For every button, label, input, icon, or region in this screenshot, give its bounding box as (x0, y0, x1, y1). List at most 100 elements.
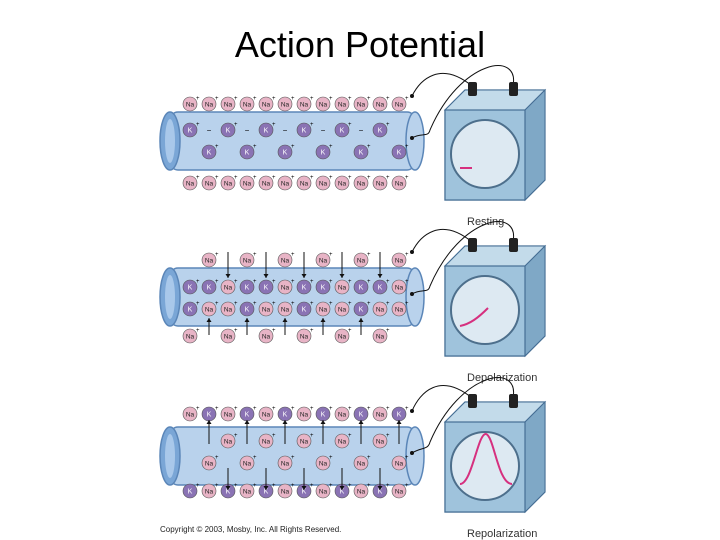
potassium-ion: K+ (258, 483, 276, 499)
potassium-ion: K+ (296, 279, 314, 295)
potassium-ion: K+ (296, 483, 314, 499)
sodium-ion-circle (182, 96, 198, 112)
sodium-ion: Na+ (201, 455, 219, 471)
charge-sign: + (310, 279, 314, 285)
potassium-ion: K+ (239, 301, 257, 317)
charge-sign: + (310, 328, 314, 334)
sodium-ion-label: Na (319, 258, 328, 265)
potassium-ion-label: K (359, 150, 364, 157)
sodium-ion-circle (334, 96, 350, 112)
charge-sign: + (272, 279, 276, 285)
terminal-knob (509, 394, 518, 408)
sodium-ion: Na+ (277, 301, 295, 317)
potassium-ion-label: K (321, 412, 326, 419)
charge-sign: + (386, 301, 390, 307)
voltage-trace (459, 432, 513, 485)
sodium-ion: Na+ (372, 301, 390, 317)
oscilloscope-screen (450, 119, 520, 189)
sodium-ion-label: Na (319, 489, 328, 496)
potassium-ion: K+ (315, 144, 333, 160)
sodium-ion-label: Na (300, 439, 309, 446)
sodium-ion-circle (277, 96, 293, 112)
sodium-ion-circle (353, 96, 369, 112)
charge-sign: + (329, 301, 333, 307)
sodium-ion: Na+ (296, 328, 314, 344)
charge-sign: + (234, 279, 238, 285)
sodium-ion-circle (220, 301, 236, 317)
sodium-ion-circle (334, 279, 350, 295)
sodium-ion-circle (239, 455, 255, 471)
sodium-ion-circle (391, 483, 407, 499)
sodium-ion-label: Na (224, 334, 233, 341)
sodium-ion-label: Na (376, 181, 385, 188)
sodium-ion-circle (258, 433, 274, 449)
sodium-ion-label: Na (262, 307, 271, 314)
potassium-ion-label: K (245, 307, 250, 314)
ion-flow-arrowhead (206, 318, 212, 322)
charge-sign: + (196, 279, 200, 285)
page-title: Action Potential (234, 24, 486, 65)
electrode-tip (410, 94, 414, 98)
negative-charge: − (207, 126, 212, 135)
charge-sign: + (272, 96, 276, 102)
sodium-ion: Na+ (201, 175, 219, 191)
charge-sign: + (367, 175, 371, 181)
sodium-ion-label: Na (262, 102, 271, 109)
sodium-ion: Na+ (182, 406, 200, 422)
sodium-ion-label: Na (357, 489, 366, 496)
potassium-ion-circle (277, 144, 293, 160)
potassium-ion: K+ (277, 406, 295, 422)
panel-repolarization: Na+K+Na+K+Na+K+Na+K+Na+K+Na+K+K+Na+K+Na+… (159, 377, 547, 540)
charge-sign: + (329, 252, 333, 258)
sodium-ion-circle (353, 175, 369, 191)
charge-sign: + (405, 279, 409, 285)
potassium-ion-label: K (264, 128, 269, 135)
ion-flow-arrowhead (206, 420, 212, 424)
sodium-ion-circle (277, 279, 293, 295)
charge-sign: + (196, 96, 200, 102)
sodium-ion-label: Na (395, 307, 404, 314)
ion-flow-arrowhead (377, 274, 383, 278)
electrode-wire (411, 73, 473, 97)
sodium-ion-label: Na (281, 258, 290, 265)
sodium-ion-label: Na (281, 102, 290, 109)
sodium-ion: Na+ (258, 96, 276, 112)
sodium-ion-circle (239, 483, 255, 499)
potassium-ion: K+ (391, 406, 409, 422)
sodium-ion-label: Na (300, 102, 309, 109)
potassium-ion-label: K (340, 128, 345, 135)
sodium-ion-label: Na (205, 461, 214, 468)
potassium-ion-circle (372, 122, 388, 138)
potassium-ion-circle (391, 144, 407, 160)
charge-sign: + (196, 328, 200, 334)
sodium-ion: Na+ (315, 96, 333, 112)
ion-flow-arrowhead (282, 420, 288, 424)
sodium-ion-label: Na (224, 102, 233, 109)
sodium-ion-label: Na (224, 285, 233, 292)
sodium-ion: Na+ (201, 483, 219, 499)
potassium-ion: K+ (315, 279, 333, 295)
sodium-ion: Na+ (277, 96, 295, 112)
potassium-ion: K+ (391, 144, 409, 160)
sodium-ion-circle (201, 455, 217, 471)
potassium-ion: K+ (353, 144, 371, 160)
sodium-ion: Na+ (277, 279, 295, 295)
sodium-ion: Na+ (201, 252, 219, 268)
panel-label: Repolarization (467, 528, 537, 540)
potassium-ion-label: K (378, 489, 383, 496)
charge-sign: + (386, 122, 390, 128)
charge-sign: + (272, 483, 276, 489)
sodium-ion-label: Na (281, 307, 290, 314)
potassium-ion-circle (182, 301, 198, 317)
sodium-ion-circle (201, 301, 217, 317)
charge-sign: + (329, 455, 333, 461)
sodium-ion-circle (334, 433, 350, 449)
panel-label: Resting (467, 216, 504, 228)
sodium-ion-circle (239, 252, 255, 268)
potassium-ion-circle (239, 279, 255, 295)
charge-sign: + (253, 483, 257, 489)
sodium-ion: Na+ (220, 279, 238, 295)
sodium-ion-circle (315, 252, 331, 268)
sodium-ion-circle (391, 175, 407, 191)
